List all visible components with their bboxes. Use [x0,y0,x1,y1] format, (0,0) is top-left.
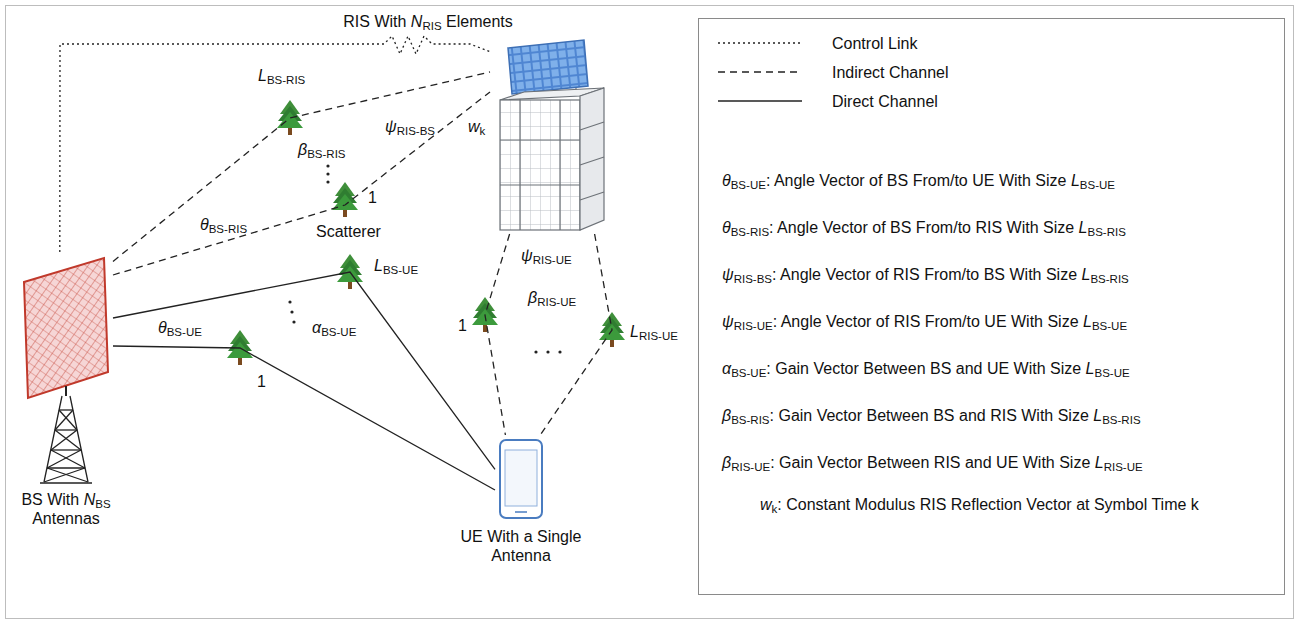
symbol-definition: ψRIS-UE: Angle Vector of RIS From/to UE … [722,311,1294,332]
channel-label: LRIS-UE [630,322,678,341]
bs-node: BS With NBS Antennas [18,252,113,487]
channel-label: Scatterer [316,222,381,241]
ris-node: RIS With NRIS Elements [490,42,605,234]
channel-label: LBS-RIS [258,66,305,85]
channel-label: wk [468,117,485,136]
channel-label: βBS-RIS [298,140,346,159]
symbol-definition: βBS-RIS: Gain Vector Between BS and RIS … [722,405,1294,426]
channel-label: αBS-UE [312,318,356,337]
channel-label: ψRIS-BS [385,117,435,136]
legend-sample [718,66,802,78]
channel-connector [113,92,490,275]
symbol-definition: ψRIS-BS: Angle Vector of RIS From/to BS … [722,264,1294,285]
channel-label: θBS-RIS [200,215,247,234]
channel-label: θBS-UE [158,318,202,337]
channel-connector [113,72,490,261]
legend-text: Direct Channel [832,92,938,111]
legend-sample [718,37,802,49]
symbol-definition: αBS-UE: Gain Vector Between BS and UE Wi… [722,358,1294,379]
node-label: RIS With NRIS Elements [318,12,538,31]
channel-connector [60,36,490,252]
channel-label: 1 [458,316,467,335]
channel-connector [113,346,495,490]
legend-text: Indirect Channel [832,63,949,82]
legend-sample [718,95,802,107]
channel-label: βRIS-UE [528,288,576,307]
symbol-definition: βRIS-UE: Gain Vector Between RIS and UE … [722,452,1294,473]
symbol-definition: θBS-RIS: Angle Vector of BS From/to RIS … [722,217,1294,238]
symbol-definition: θBS-UE: Angle Vector of BS From/to UE Wi… [722,170,1294,191]
channel-label: 1 [368,188,377,207]
legend-item: Direct Channel [718,91,938,111]
legend-text: Control Link [832,34,917,53]
channel-connector [113,272,495,469]
symbol-definition: wk: Constant Modulus RIS Reflection Vect… [760,494,1282,515]
legend-item: Control Link [718,33,917,53]
node-label: UE With a Single Antenna [447,527,595,565]
channel-connector [485,234,510,435]
channel-label: 1 [257,372,266,391]
ue-node: UE With a Single Antenna [495,435,547,521]
legend-item: Indirect Channel [718,62,949,82]
node-label: BS With NBS Antennas [10,490,122,528]
channel-label: ψRIS-UE [521,246,572,265]
channel-label: LBS-UE [374,256,418,275]
